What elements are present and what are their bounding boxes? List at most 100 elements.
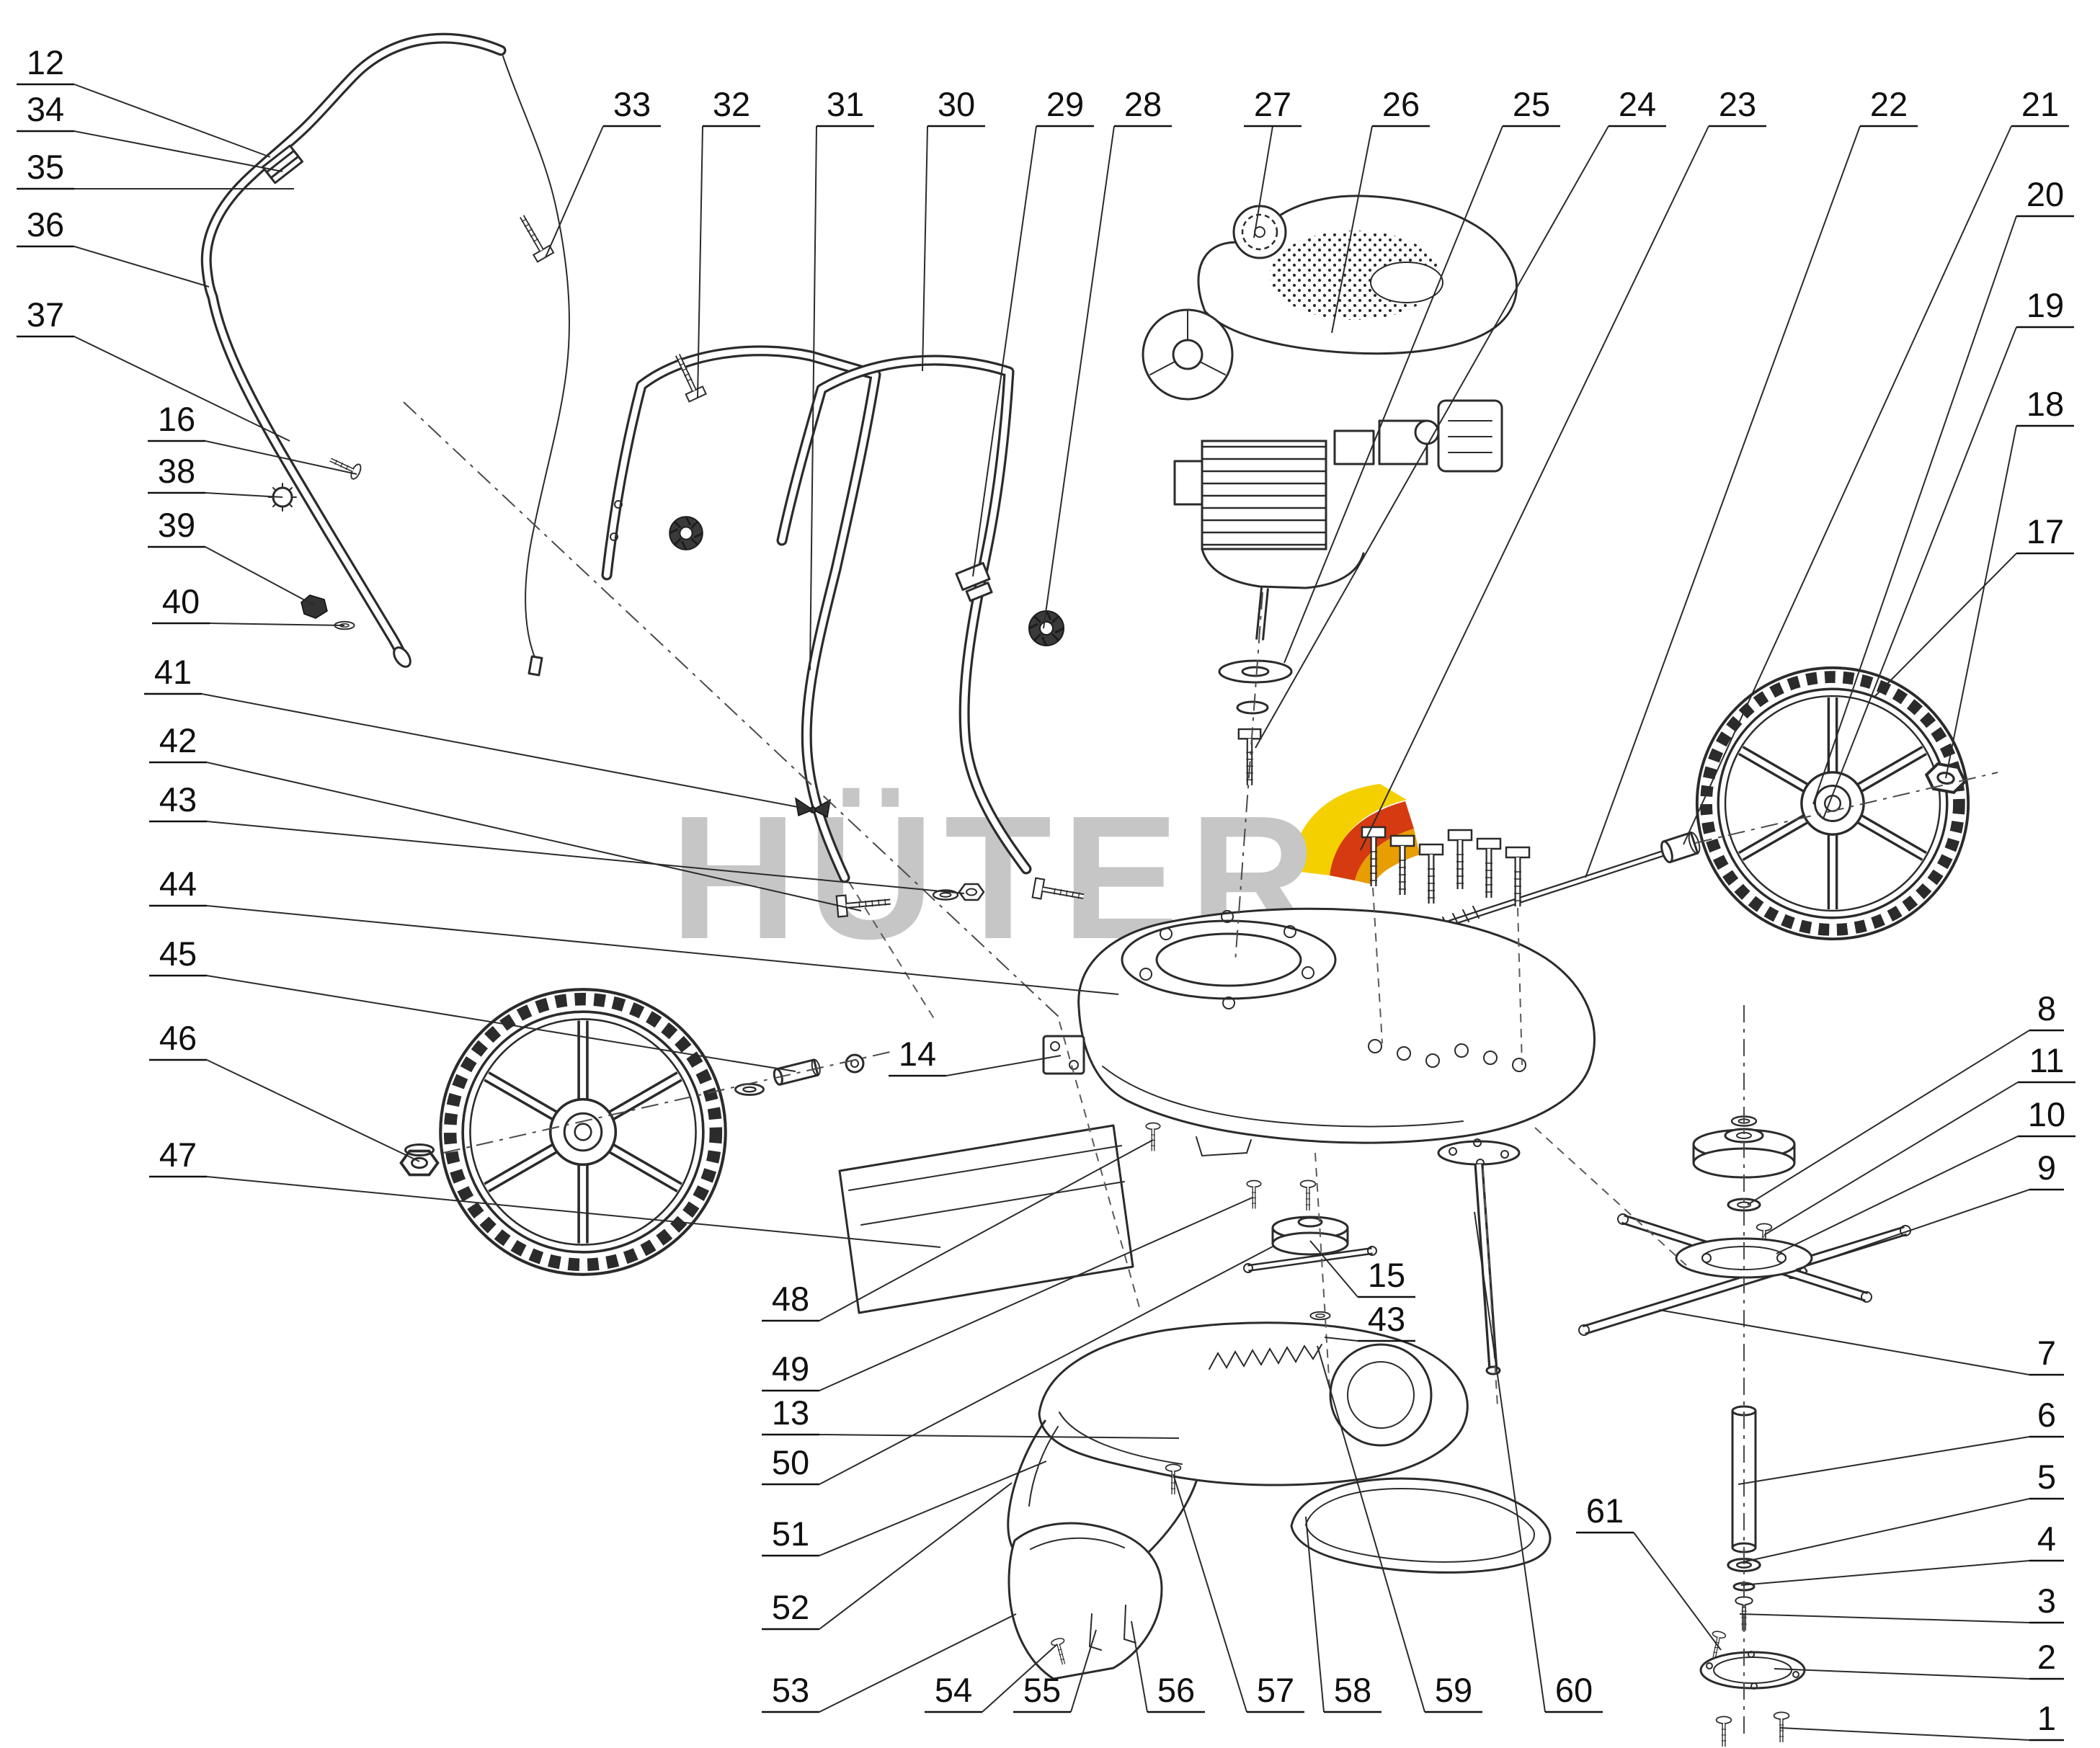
part-number: 4	[2037, 1520, 2056, 1558]
part-number: 3	[2037, 1582, 2056, 1620]
handle-knob	[668, 515, 704, 551]
part-number: 1	[2037, 1699, 2056, 1737]
leader-line	[205, 440, 357, 475]
leader-line	[1173, 1473, 1247, 1713]
part-number: 40	[162, 582, 200, 620]
handlebar-assembly	[200, 32, 507, 668]
axle-bushing	[1660, 831, 1701, 864]
deck-side-plate	[838, 1124, 1134, 1314]
part-number: 22	[1870, 85, 1908, 123]
leader-line	[922, 125, 928, 372]
callout-19: 19	[1823, 286, 2074, 819]
part-number: 41	[154, 653, 192, 691]
leader-line	[1309, 1240, 1358, 1298]
callout-44: 44	[149, 865, 1119, 995]
callout-17: 17	[1873, 512, 2074, 698]
part-number: 61	[1586, 1491, 1624, 1530]
part-number: 35	[27, 148, 64, 186]
leader-line	[206, 821, 965, 894]
deck-screw	[1247, 1181, 1261, 1209]
callout-60: 60	[1474, 1211, 1603, 1713]
engine-mount-collar	[1121, 919, 1337, 1000]
callout-30: 30	[922, 85, 985, 372]
axle-washer	[734, 1083, 765, 1096]
part-number: 19	[2026, 286, 2064, 324]
part-number: 9	[2037, 1149, 2056, 1187]
part-number: 30	[938, 85, 975, 123]
callout-11: 11	[1763, 1041, 2075, 1236]
callout-20: 20	[1812, 175, 2074, 805]
leader-line	[1742, 1498, 2030, 1563]
leader-line	[1331, 125, 1373, 334]
callout-50: 50	[762, 1245, 1275, 1486]
leader-line	[819, 1139, 1154, 1321]
left-wheel	[440, 989, 726, 1275]
leader-line	[1317, 1345, 1425, 1713]
callout-21: 21	[1683, 85, 2069, 845]
shield-clip	[1123, 1605, 1136, 1644]
handle-knob	[1028, 610, 1065, 647]
callout-54: 54	[925, 1644, 1058, 1713]
callout-52: 52	[762, 1482, 1013, 1631]
callout-18: 18	[1945, 385, 2074, 779]
part-number: 53	[772, 1671, 809, 1709]
callout-58: 58	[1305, 1516, 1382, 1713]
callout-4: 4	[1740, 1520, 2064, 1586]
callout-36: 36	[17, 205, 210, 287]
leader-line	[1873, 553, 2017, 698]
leader-line	[545, 125, 604, 258]
callout-39: 39	[148, 506, 315, 606]
part-number: 5	[2037, 1458, 2056, 1496]
leader-line	[206, 1059, 420, 1162]
callout-35: 35	[17, 148, 294, 190]
leader-line	[946, 1055, 1062, 1076]
leader-line	[1763, 1082, 2019, 1236]
cable-clip	[301, 594, 328, 619]
part-number: 25	[1513, 85, 1550, 123]
leader-line	[1795, 1189, 2030, 1270]
callout-26: 26	[1331, 85, 1430, 334]
leader-line	[1253, 125, 1273, 238]
leader-line	[206, 762, 862, 911]
leader-line	[205, 492, 283, 498]
part-number: 31	[827, 85, 864, 123]
callout-41: 41	[144, 653, 814, 811]
carburetor	[1333, 399, 1503, 473]
part-number: 10	[2028, 1095, 2065, 1133]
callout-13: 13	[762, 1394, 1180, 1439]
leader-line	[982, 1644, 1058, 1713]
part-number: 42	[159, 721, 197, 759]
leader-line	[1740, 1560, 2030, 1586]
callout-3: 3	[1739, 1582, 2064, 1624]
leader-line	[1043, 125, 1115, 629]
leader-line	[206, 905, 1119, 995]
part-number: 46	[159, 1019, 197, 1057]
muffler	[1173, 460, 1205, 506]
leader-line	[1070, 1629, 1097, 1713]
right-wheel	[1697, 668, 1968, 939]
callout-48: 48	[762, 1139, 1154, 1322]
part-number: 37	[27, 295, 64, 334]
leader-line	[201, 693, 814, 811]
part-number: 11	[2029, 1041, 2065, 1079]
callout-9: 9	[1795, 1149, 2064, 1270]
leader-line	[1633, 1532, 1722, 1651]
callout-1: 1	[1779, 1699, 2064, 1742]
retaining-ring	[845, 1053, 865, 1074]
cylinder-fins	[1201, 440, 1327, 550]
drive-shaft	[1437, 1138, 1521, 1375]
leader-line	[74, 84, 271, 158]
leader-line	[1283, 125, 1503, 664]
part-number: 44	[159, 865, 197, 903]
lower-handle-right	[776, 354, 1032, 875]
callout-2: 2	[1774, 1638, 2064, 1680]
leader-line	[1739, 1613, 2030, 1623]
part-number: 36	[27, 205, 64, 244]
leader-line	[1683, 125, 2012, 845]
part-number: 7	[2037, 1334, 2056, 1372]
callout-59: 59	[1317, 1345, 1482, 1713]
cable-end-fitting	[528, 655, 543, 677]
part-number: 15	[1368, 1256, 1405, 1294]
callout-6: 6	[1738, 1396, 2064, 1485]
